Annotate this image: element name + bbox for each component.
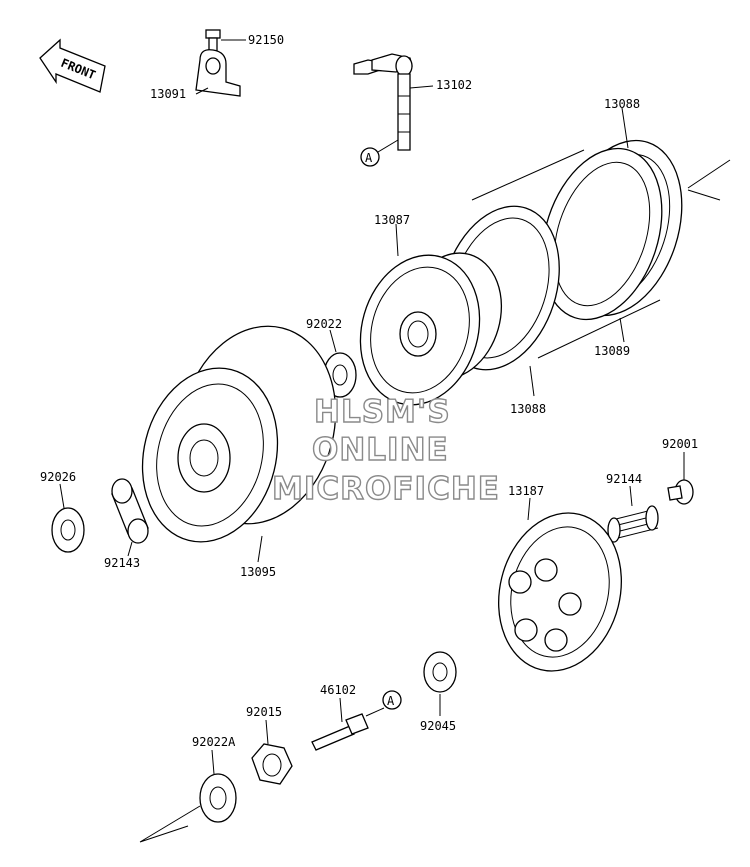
- pushrod-icon: [311, 707, 385, 751]
- bolt-92001-icon: [667, 479, 694, 505]
- part-label-13095: 13095: [240, 565, 276, 579]
- svg-text:ONLINE: ONLINE: [312, 432, 449, 468]
- part-label-13087: 13087: [374, 213, 410, 227]
- part-label-92015: 92015: [246, 705, 282, 719]
- part-label-13089: 13089: [594, 344, 630, 358]
- part-label-92143: 92143: [104, 556, 140, 570]
- svg-text:A: A: [365, 151, 373, 165]
- part-label-13187: 13187: [508, 484, 544, 498]
- clamp-bolt-icon: [195, 29, 241, 97]
- part-label-46102: 46102: [320, 683, 356, 697]
- part-label-13088-bottom: 13088: [510, 402, 546, 416]
- part-label-92026: 92026: [40, 470, 76, 484]
- bearing-icon: [423, 651, 457, 693]
- part-label-92022a: 92022A: [192, 735, 236, 749]
- part-label-13102: 13102: [436, 78, 472, 92]
- part-label-92045: 92045: [420, 719, 456, 733]
- washer-92022a-icon: [139, 773, 237, 843]
- callout-a-bottom: A: [382, 690, 402, 710]
- sleeve-icon: [111, 478, 149, 544]
- svg-text:MICROFICHE: MICROFICHE: [272, 471, 500, 507]
- watermark: HLSM'S ONLINE MICROFICHE: [271, 393, 500, 507]
- part-label-92001: 92001: [662, 437, 698, 451]
- part-label-92022: 92022: [306, 317, 342, 331]
- clutch-housing-icon: [141, 325, 337, 543]
- part-label-92150: 92150: [248, 33, 284, 47]
- part-label-92144: 92144: [606, 472, 642, 486]
- washer-92026-icon: [51, 507, 85, 553]
- front-arrow-icon: FRONT: [39, 38, 106, 93]
- svg-text:A: A: [387, 694, 395, 708]
- nut-icon: [251, 743, 293, 785]
- svg-text:HLSM'S: HLSM'S: [314, 394, 451, 430]
- part-label-13088-top: 13088: [604, 97, 640, 111]
- spring-icon: [607, 505, 659, 543]
- callout-a-top: A: [360, 147, 380, 167]
- release-shaft-icon: [353, 53, 413, 151]
- part-label-13091: 13091: [150, 87, 186, 101]
- pressure-plate-icon: [497, 512, 623, 672]
- clutch-hub-icon: [359, 252, 503, 406]
